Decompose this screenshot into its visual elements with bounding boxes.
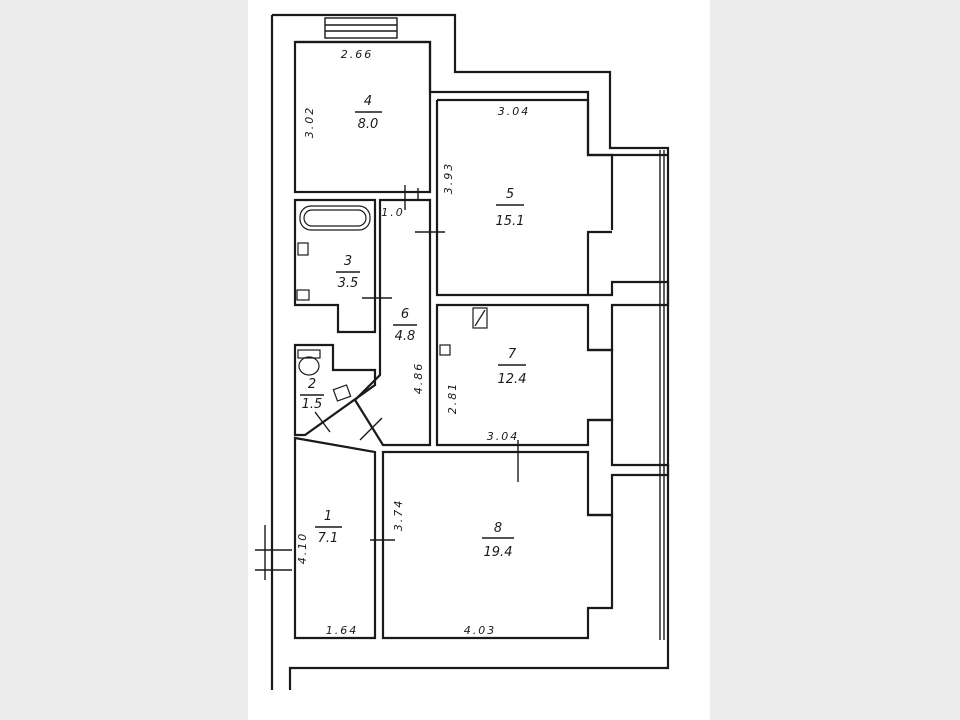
dim-room8-width: 4.03 [464, 624, 497, 637]
room-6-area: 4.8 [395, 329, 416, 344]
dimension-labels: 2.66 3.02 3.04 3.93 1.0 4.86 2.81 3.04 4… [296, 48, 531, 637]
wc-sink-icon [332, 384, 352, 402]
room-6-number: 6 [401, 307, 409, 322]
room-1-walls [293, 436, 377, 640]
room-8-number: 8 [494, 521, 502, 536]
dim-door-width: 1.0 [381, 206, 405, 219]
room-8-area: 19.4 [484, 545, 513, 560]
room-labels: 4 8.0 5 15.1 3 3.5 6 4.8 7 12.4 2 1.5 1 … [300, 94, 526, 560]
dim-room1-width: 1.64 [326, 624, 359, 637]
room-4-number: 4 [364, 94, 372, 109]
room-5-number: 5 [506, 187, 514, 202]
partition-5-7 [588, 280, 670, 352]
room-3-area: 3.5 [338, 276, 359, 291]
room-4-area: 8.0 [358, 117, 379, 132]
room-7-number: 7 [508, 347, 517, 362]
dim-room5-height: 3.93 [442, 162, 455, 195]
room-3-number: 3 [344, 254, 352, 269]
room-5-area: 15.1 [496, 214, 525, 229]
chimney-diagonal-icon [474, 309, 486, 327]
floor-plan-sheet [248, 0, 710, 720]
room-8-walls [381, 450, 614, 640]
top-window [324, 17, 398, 39]
kitchen-sink-icon [439, 344, 451, 356]
dim-room4-height: 3.02 [303, 106, 316, 139]
entrance-door [255, 525, 292, 580]
door-ticks [314, 185, 519, 541]
room-2-area: 1.5 [302, 397, 323, 412]
bathtub-icon [299, 205, 371, 231]
room-6-walls [353, 198, 432, 447]
room-3-walls [293, 198, 377, 334]
room-1-number: 1 [324, 509, 332, 524]
partition-7-8 [588, 418, 670, 517]
right-windows [659, 150, 665, 640]
room-1-area: 7.1 [318, 531, 339, 546]
dim-room8-height: 3.74 [392, 499, 405, 532]
toilet-icon [297, 349, 321, 376]
laundry-icon [296, 289, 310, 301]
dim-room7-width: 3.04 [487, 430, 520, 443]
room-5-walls [435, 98, 614, 297]
dim-room1-height: 4.10 [296, 532, 309, 565]
room-2-number: 2 [308, 377, 316, 392]
room-4-walls [293, 40, 432, 194]
bathroom-sink-icon [297, 242, 309, 256]
room-7-area: 12.4 [498, 372, 527, 387]
room-2-walls [293, 343, 377, 437]
dim-room5-width: 3.04 [498, 105, 531, 118]
dim-corridor-length: 4.86 [412, 362, 425, 395]
outer-walls [270, 13, 670, 690]
dim-room7-height: 2.81 [446, 382, 459, 415]
dim-room4-width: 2.66 [341, 48, 374, 61]
chimney-icon [472, 307, 488, 329]
